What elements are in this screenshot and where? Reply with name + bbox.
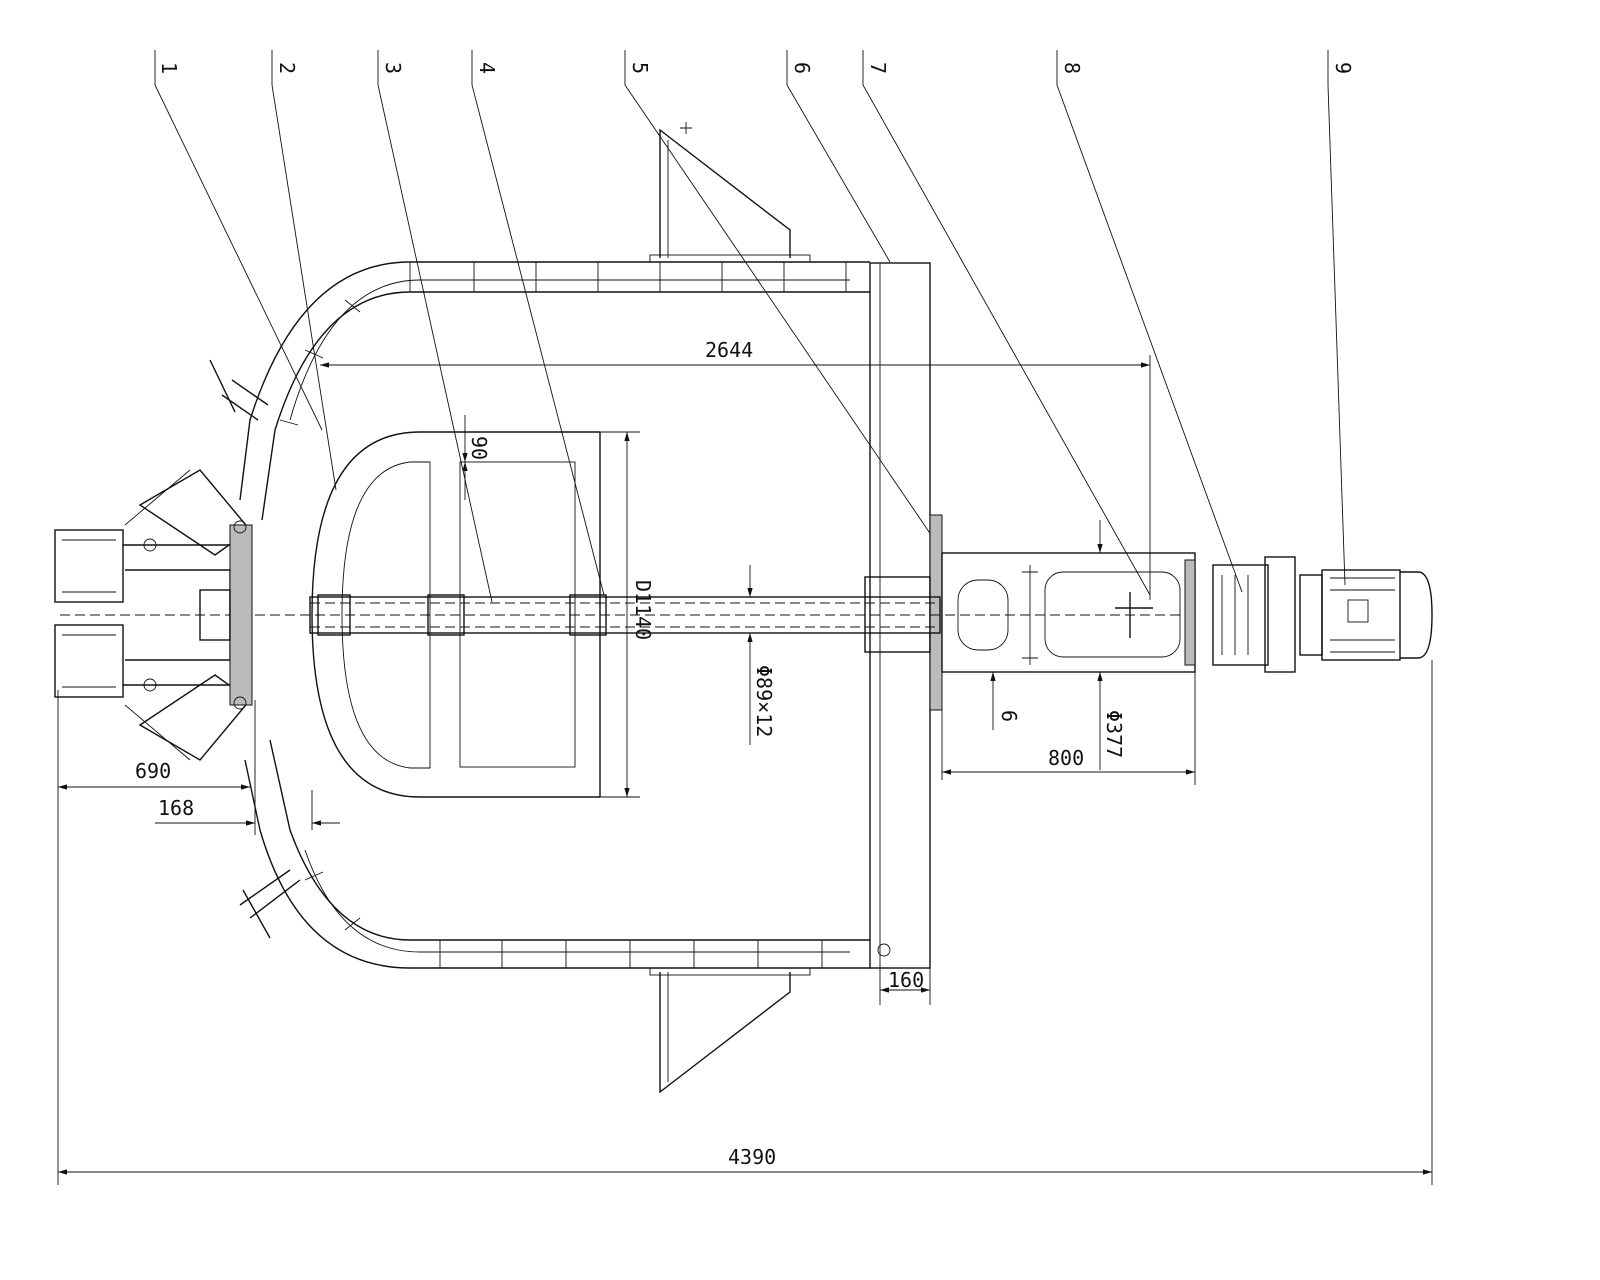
support-legs: [649, 122, 811, 1094]
part-leaders: [154, 50, 1346, 603]
dim-160: 160: [888, 968, 924, 992]
dim-377: Φ377: [1102, 710, 1126, 758]
part-label-1: 1: [157, 62, 181, 74]
dim-168: 168: [158, 796, 194, 820]
part-numbers: 1 2 3 4 5 6 7 8 9: [157, 62, 1355, 74]
part-label-6: 6: [790, 62, 814, 74]
part-label-9: 9: [1331, 62, 1355, 74]
jacket-ribs: [279, 262, 847, 968]
part-label-4: 4: [475, 62, 499, 74]
dim-6: 6: [997, 710, 1021, 722]
vessel-shell: [209, 261, 870, 969]
dim-4390: 4390: [728, 1145, 776, 1169]
drive-housing: [941, 552, 1196, 673]
part-label-2: 2: [275, 62, 299, 74]
dim-2644: 2644: [705, 338, 753, 362]
dim-d1140: D1140: [631, 580, 655, 640]
dimension-lines: [57, 355, 1433, 1185]
dimension-texts: 2644 90 D1140 Φ89×12 6 Φ377 800 690 168 …: [135, 338, 1126, 1169]
discharge-valve-assembly: [54, 469, 253, 761]
dim-shaft: Φ89×12: [752, 665, 776, 737]
part-label-5: 5: [628, 62, 652, 74]
part-label-3: 3: [381, 62, 405, 74]
dim-690: 690: [135, 759, 171, 783]
part-label-7: 7: [866, 62, 890, 74]
dim-90: 90: [467, 436, 491, 460]
gear-motor: [1212, 556, 1433, 673]
part-label-8: 8: [1060, 62, 1084, 74]
dim-800: 800: [1048, 746, 1084, 770]
